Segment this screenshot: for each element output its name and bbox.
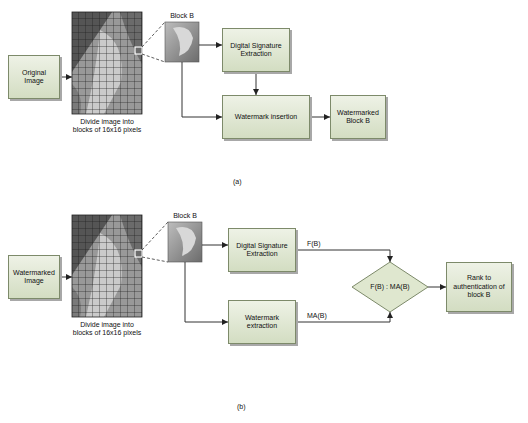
selected-block [135,47,142,54]
flow-arrow [296,312,390,322]
flow-arrow [428,287,446,288]
process-box: Digital Signature Extraction [222,28,290,72]
image-grid: Divide image into blocks of 16x16 pixels [72,12,142,114]
image-caption: Block B [170,12,194,20]
input-box: Original Image [8,55,60,99]
flow-arrow [310,117,330,118]
signal-label: MA(B) [306,312,328,320]
zoom-line [142,54,165,62]
box-label: Watermark insertion [232,113,300,121]
input-box: Watermarked Image [8,255,60,299]
flow-arrow [296,250,390,262]
box-label: Watermarked Image [9,269,59,286]
output-box: Watermarked Block B [330,95,386,139]
image-grid-a [72,12,142,114]
figure-part-label: (a) [233,178,242,186]
zoom-line [142,257,168,262]
process-box: Watermark extraction [228,300,296,344]
process-box: Watermark insertion [222,95,310,139]
flow-arrow [202,245,228,246]
signal-label: F(B) [306,240,322,248]
image-caption: Block B [173,212,197,220]
image-block: Block B [168,222,202,262]
box-label: Digital Signature Extraction [229,242,295,259]
image-block: Block B [165,22,199,62]
image-caption: Divide image into blocks of 16x16 pixels [72,118,142,135]
image-block-a [165,22,199,62]
image-grid: Divide image into blocks of 16x16 pixels [72,215,142,317]
box-label: Digital Signature Extraction [223,42,289,59]
decision-diamond: F(B) : MA(B) [352,262,428,312]
zoom-line [142,22,165,47]
figure-part-label: (b) [237,403,246,411]
box-label: Original Image [9,69,59,86]
flow-arrow [199,45,222,46]
selected-block [135,250,142,257]
image-caption: Divide image into blocks of 16x16 pixels [72,321,142,338]
flow-arrow [60,77,72,78]
diamond-shape [352,262,428,312]
box-label: Watermark extraction [229,314,295,331]
box-label: Watermarked Block B [331,109,385,126]
flow-arrow [185,262,228,322]
zoom-line [142,222,168,250]
flow-arrow [256,72,257,95]
flow-arrow [60,277,72,278]
image-block-b [168,222,202,262]
output-box: Rank to authentication of block B [446,262,512,312]
process-box: Digital Signature Extraction [228,228,296,272]
box-label: F(B) : MA(B) [370,283,409,291]
flow-arrow [182,62,222,117]
box-label: Rank to authentication of block B [447,274,511,299]
image-grid-b [72,215,142,317]
